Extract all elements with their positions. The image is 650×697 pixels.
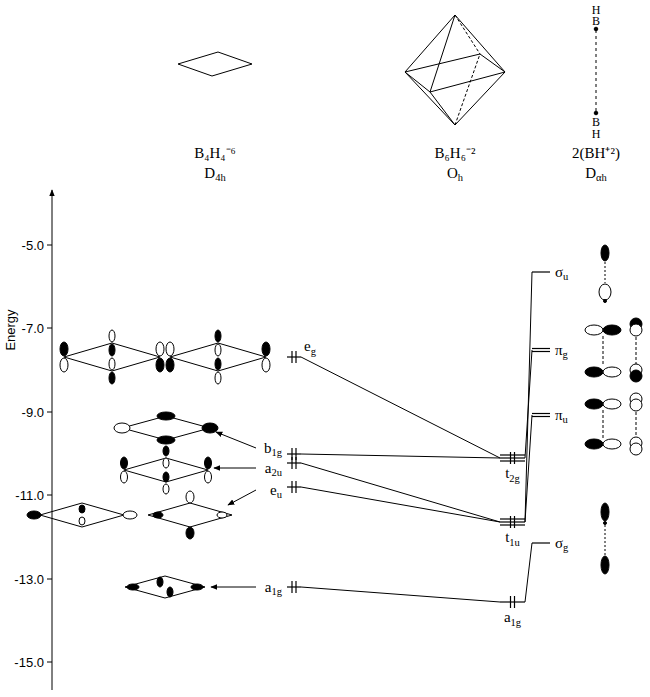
level-bar: [532, 267, 550, 277]
sigma-g-picture: [601, 503, 609, 574]
atom-label: H: [592, 128, 601, 140]
eu-orbital-picture: [27, 490, 256, 539]
correlation-line: [301, 487, 500, 522]
pi-u-picture: [585, 393, 642, 455]
atom-label: B: [592, 15, 600, 27]
energy-level: b1g: [287, 449, 301, 459]
level-bar: [287, 582, 301, 592]
level-label: a1g: [504, 610, 521, 625]
energy-level: a1g: [500, 597, 525, 607]
level-bar: [532, 345, 550, 355]
level-bar: [287, 449, 301, 459]
energy-axis: [47, 190, 52, 690]
level-label: πg: [555, 343, 568, 358]
b1g-orbital-picture: [114, 412, 256, 448]
tick-label: -5.0: [22, 239, 44, 252]
energy-level: πg: [532, 345, 550, 355]
molecule-formula: B₄H₄⁻⁶: [194, 146, 236, 161]
level-label: a2u: [265, 461, 282, 476]
level-label: eg: [304, 339, 316, 354]
tick-label: -15.0: [14, 656, 44, 669]
level-label: σg: [555, 536, 568, 551]
correlation-line: [525, 415, 532, 522]
level-label: πu: [555, 408, 568, 423]
correlation-line: [525, 543, 532, 602]
bh-dimer: [594, 27, 598, 115]
level-bar: [500, 597, 525, 607]
energy-level: t2g: [500, 453, 525, 463]
energy-level: t1u: [500, 517, 525, 527]
level-bar: [500, 453, 525, 463]
sigma-u-picture: [599, 245, 611, 303]
tick-label: -7.0: [22, 322, 44, 335]
molecule-formula: B₆H₆⁻²: [435, 146, 476, 161]
correlation-line: [301, 454, 500, 458]
level-bar: [287, 482, 301, 492]
energy-level: eu: [287, 482, 301, 492]
energy-level: πu: [532, 410, 550, 420]
level-bar: [532, 538, 550, 548]
energy-level: eg: [287, 352, 301, 362]
energy-level: a1g: [287, 582, 301, 592]
correlation-line: [525, 272, 532, 522]
octahedron: [405, 15, 505, 125]
point-group: D4h: [204, 166, 225, 181]
point-group: Dαh: [585, 166, 607, 181]
molecule-formula: 2(BH⁺²): [572, 146, 620, 161]
level-label: t1u: [505, 530, 520, 545]
tick-label: -13.0: [14, 573, 44, 586]
correlation-line: [301, 587, 500, 602]
point-group: Oh: [447, 166, 463, 181]
level-label: a1g: [265, 580, 282, 595]
level-bar: [532, 410, 550, 420]
tick-label: -11.0: [15, 489, 44, 502]
level-bar: [500, 517, 525, 527]
eg-orbital-picture: [60, 330, 270, 384]
energy-level: σg: [532, 538, 550, 548]
level-label: t2g: [505, 466, 520, 481]
pi-g-picture: [585, 318, 642, 382]
correlation-line: [301, 463, 500, 522]
level-label: eu: [270, 483, 282, 498]
level-label: b1g: [264, 441, 282, 456]
a2u-orbital-picture: [121, 446, 257, 494]
energy-level: a2u: [287, 458, 301, 468]
energy-level: σu: [532, 267, 550, 277]
correlation-line: [301, 357, 500, 458]
level-label: σu: [555, 265, 568, 280]
level-bar: [287, 352, 301, 362]
atom-label: B: [592, 116, 600, 128]
a1g-orbital-picture: [125, 576, 256, 598]
axis-title: Energy: [4, 309, 17, 350]
level-bar: [287, 458, 301, 468]
tick-label: -9.0: [22, 406, 44, 419]
b4-square: [178, 52, 252, 76]
